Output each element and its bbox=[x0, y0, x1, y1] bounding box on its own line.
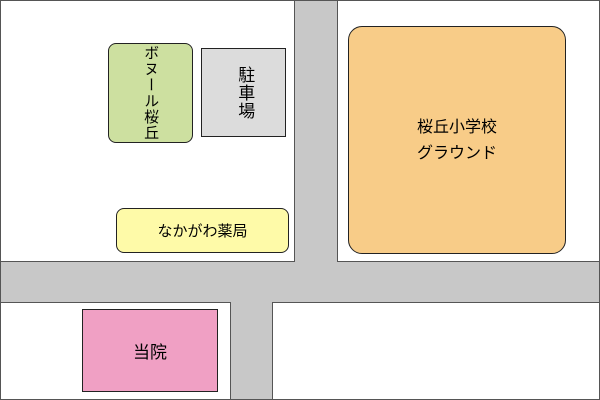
bonul-label-line1: ボヌール bbox=[142, 45, 161, 109]
school-ground-label-line1: 桜丘小学校 bbox=[416, 117, 497, 137]
road-horizontal bbox=[0, 262, 600, 302]
road-vertical-south bbox=[231, 262, 272, 400]
school-ground: 桜丘小学校 グラウンド bbox=[348, 26, 566, 254]
bonul-sakuragaoka-building: ボヌール桜丘 bbox=[108, 43, 193, 143]
road-vertical-north bbox=[295, 0, 337, 302]
nakagawa-pharmacy: なかがわ薬局 bbox=[116, 208, 289, 253]
parking-label: 駐車場 bbox=[234, 65, 255, 120]
block-southeast bbox=[272, 302, 600, 400]
school-ground-label-line2: グラウンド bbox=[416, 143, 497, 162]
pharmacy-label: なかがわ薬局 bbox=[157, 222, 248, 240]
bonul-sakuragaoka-label: ボヌール桜丘 bbox=[142, 45, 161, 141]
clinic-label: 当院 bbox=[133, 343, 167, 363]
bonul-label-line2: 桜丘 bbox=[142, 109, 161, 141]
clinic-building: 当院 bbox=[82, 309, 218, 392]
parking-lot: 駐車場 bbox=[201, 48, 286, 137]
